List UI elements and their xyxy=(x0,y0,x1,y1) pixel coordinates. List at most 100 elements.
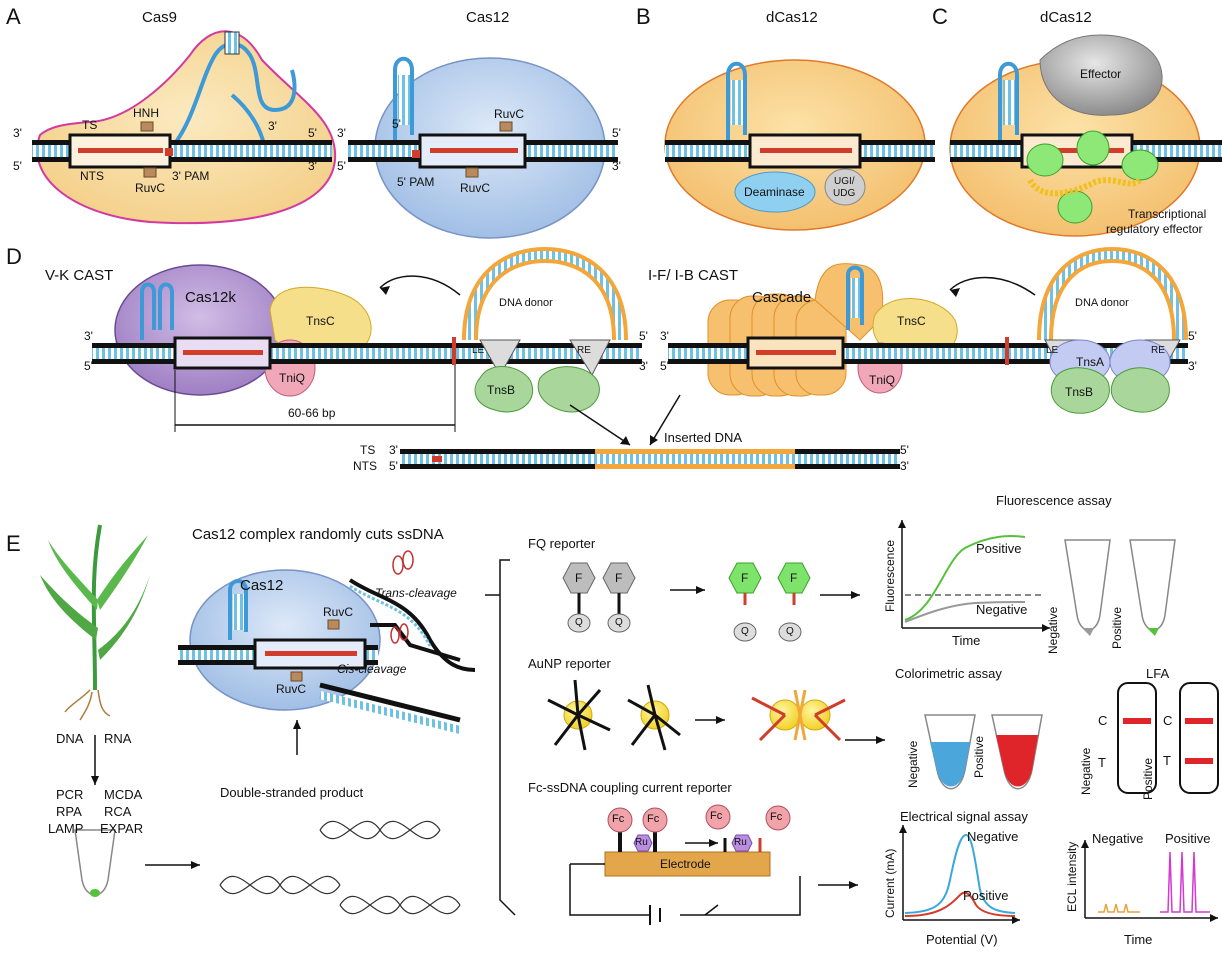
donor-if-label: DNA donor xyxy=(1075,297,1129,309)
tnsb-vk-label: TnsB xyxy=(487,383,516,397)
color-assay-title: Colorimetric assay xyxy=(895,666,1002,681)
ugi-label-2: UDG xyxy=(833,188,856,199)
arrow-if xyxy=(949,276,1036,296)
end-3-a3: 3' xyxy=(308,159,317,173)
amp-expar: EXPAR xyxy=(100,821,144,836)
aunp-title: AuNP reporter xyxy=(528,656,611,671)
cascade-label: Cascade xyxy=(752,289,812,306)
cas9-guide-rna xyxy=(168,41,297,152)
dna-label: DNA xyxy=(56,731,84,746)
inserted-dna-label: Inserted DNA xyxy=(664,430,743,445)
dna-a-cas12 xyxy=(348,133,618,169)
end-5-a4: 5' xyxy=(337,159,346,173)
amp-mcda: MCDA xyxy=(104,787,143,802)
fluor-ylabel: Fluorescence xyxy=(883,539,897,612)
tnsb-if-2 xyxy=(1110,367,1170,413)
lfa-title: LFA xyxy=(1146,666,1170,681)
scissors-e2 xyxy=(390,623,409,644)
hnh-domain xyxy=(140,121,154,132)
lfa-pos: Positive xyxy=(1141,757,1155,800)
ru-label-2: Ru xyxy=(734,837,747,848)
end-5-ins2: 5' xyxy=(900,443,909,457)
ecl-ylabel: ECL intensity xyxy=(1065,841,1079,912)
fluorescence-plot xyxy=(898,520,1050,632)
colorimetric-tubes xyxy=(924,714,1043,790)
tnsb-vk-2 xyxy=(537,366,600,413)
ecl-plot xyxy=(1081,840,1218,922)
end-3-d4: 3' xyxy=(1188,359,1197,373)
nts-label: NTS xyxy=(80,169,104,183)
end-3-ins2: 3' xyxy=(900,459,909,473)
le-if-label: LE xyxy=(1046,345,1059,356)
f-label-1: F xyxy=(575,571,583,585)
fluor-tube-neg: Negative xyxy=(1046,606,1060,654)
re-vk xyxy=(569,339,611,377)
end-3-a6: 3' xyxy=(612,159,621,173)
regulatory-proteins xyxy=(1026,130,1159,224)
panel-d-label: D xyxy=(6,244,22,269)
fc-label-4: Fc xyxy=(770,811,783,823)
aunp-reporters xyxy=(547,679,885,751)
re-vk-label: RE xyxy=(577,345,591,356)
end-3-d2: 3' xyxy=(639,359,648,373)
ruvc-label-a3: RuvC xyxy=(460,181,491,195)
ugi-label-1: UGI/ xyxy=(834,176,855,187)
panel-c-label: C xyxy=(932,4,948,29)
cas12-e-label: Cas12 xyxy=(240,577,284,594)
arrow-vk xyxy=(379,275,461,296)
current-plot xyxy=(899,825,1020,924)
end-5-d2: 5' xyxy=(639,329,648,343)
tniq-if-label: TniQ xyxy=(869,373,896,387)
f-label-2: F xyxy=(615,571,623,585)
tnsa-label: TnsA xyxy=(1076,355,1105,369)
dcas12-c-title: dCas12 xyxy=(1040,9,1092,26)
fluor-time: Time xyxy=(952,633,981,648)
fluor-assay-title: Fluorescence assay xyxy=(996,493,1112,508)
cis-cleavage-label: Cis-cleavage xyxy=(337,662,407,676)
ecl-positive: Positive xyxy=(1165,831,1211,846)
current-ylabel: Current (mA) xyxy=(883,848,897,918)
end-5-a5: 5' xyxy=(392,117,401,131)
q-label-1: Q xyxy=(575,617,583,628)
amp-rca: RCA xyxy=(104,804,132,819)
end-3-a4: 3' xyxy=(337,126,346,140)
arrow-to-insert-1 xyxy=(569,404,631,446)
electrode-label: Electrode xyxy=(660,857,711,871)
fluorescence-tubes xyxy=(1064,539,1176,636)
guide-if xyxy=(846,265,864,330)
lfa-t-1: T xyxy=(1098,755,1106,770)
end-3-a2: 3' xyxy=(268,119,277,133)
tnsb-if-label: TnsB xyxy=(1065,385,1094,399)
ruvc-domain xyxy=(143,167,157,178)
le-vk-label: LE xyxy=(472,345,485,356)
ecl-time: Time xyxy=(1124,932,1153,947)
bp-label: 60-66 bp xyxy=(288,406,336,420)
if-cast-title: I-F/ I-B CAST xyxy=(648,267,738,284)
ugi-udg xyxy=(824,168,866,206)
f-label-3: F xyxy=(741,571,749,585)
cas12k-label: Cas12k xyxy=(185,289,236,306)
scissors-e1 xyxy=(392,550,414,575)
arrow-to-insert-2 xyxy=(649,394,681,446)
le-vk xyxy=(479,339,521,377)
cas9-title: Cas9 xyxy=(142,9,178,26)
inserted-ts: TS xyxy=(360,443,376,457)
f-label-4: F xyxy=(790,571,798,585)
color-neg: Negative xyxy=(906,740,920,788)
fluor-tube-pos: Positive xyxy=(1110,606,1124,649)
ruvc-label-a1: RuvC xyxy=(135,181,166,195)
end-3-a1: 3' xyxy=(13,126,22,140)
q-label-4: Q xyxy=(786,626,794,637)
fluor-positive: Positive xyxy=(976,541,1022,556)
fc-reporter-title: Fc-ssDNA coupling current reporter xyxy=(528,780,732,795)
dna-e xyxy=(178,638,378,670)
deaminase xyxy=(734,171,816,213)
end-5-a6: 5' xyxy=(612,126,621,140)
inserted-nts: NTS xyxy=(353,459,377,473)
lfa-c-1: C xyxy=(1098,713,1108,728)
end-5-a2: 5' xyxy=(308,126,317,140)
electrode-setup xyxy=(569,804,858,925)
trans-label-1: Transcriptional xyxy=(1128,207,1207,221)
fq-title: FQ reporter xyxy=(528,536,596,551)
cut-title: Cas12 complex randomly cuts ssDNA xyxy=(192,526,444,543)
